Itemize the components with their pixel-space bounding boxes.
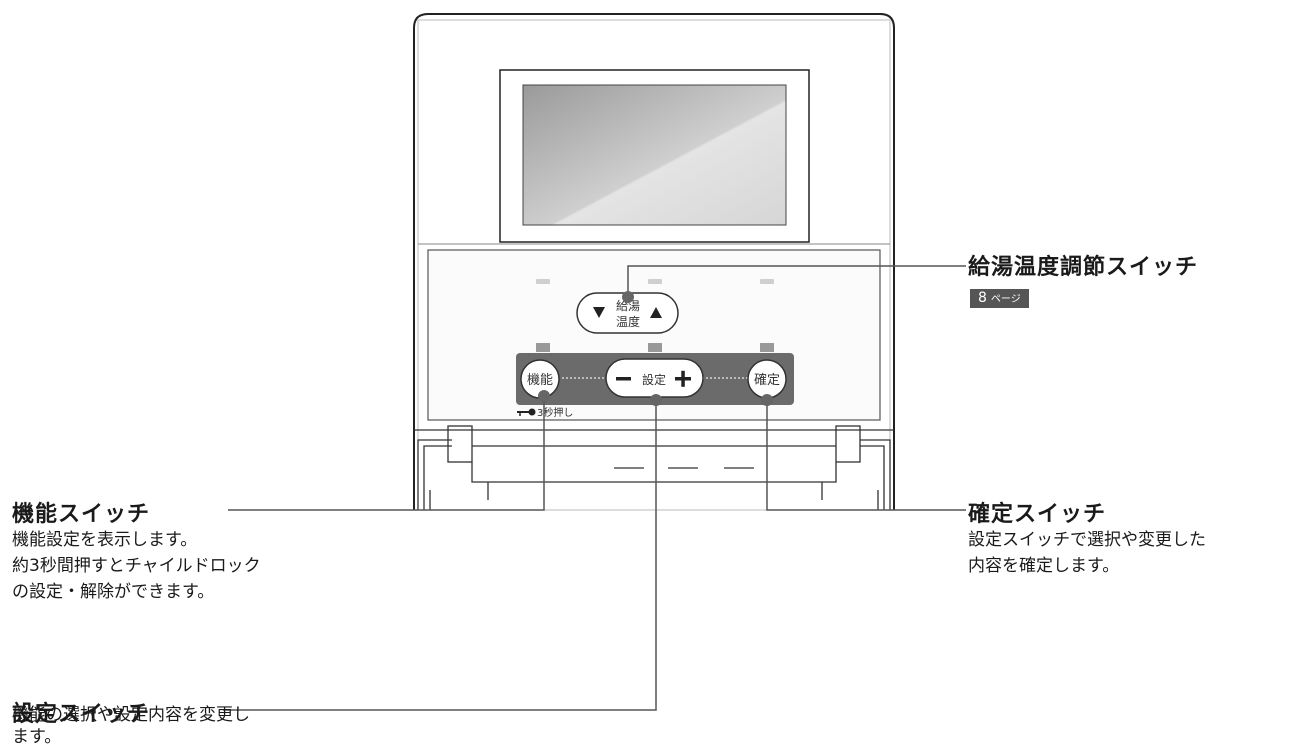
kakutei-button-label: 確定 — [754, 372, 780, 388]
key-lock-icon — [517, 408, 536, 416]
kakutei-desc-line: 設定スイッチで選択や変更した — [968, 530, 1206, 550]
settei-button[interactable]: 設定 — [605, 358, 704, 398]
up-triangle-icon — [650, 307, 662, 318]
kyutou-switch-title: 給湯温度調節スイッチ — [968, 255, 1199, 280]
kyutou-temperature-button[interactable]: 給湯 温度 — [576, 292, 679, 334]
settei-button-label: 設定 — [642, 372, 666, 387]
page-number: 8 — [978, 290, 987, 306]
lock-hint-text: 3秒押し — [537, 406, 573, 419]
kakutei-desc-line: 内容を確定します。 — [968, 556, 1120, 576]
kinou-switch-description: 機能設定を表示します。 約3秒間押すとチャイルドロック の設定・解除ができます。 — [12, 527, 261, 605]
kinou-button-label: 機能 — [527, 373, 553, 388]
kinou-button[interactable]: 機能 — [520, 359, 560, 399]
kyutou-label-bottom: 温度 — [616, 314, 640, 329]
kinou-desc-line: 約3秒間押すとチャイルドロック — [12, 556, 261, 576]
settei-desc-line: ます。 — [12, 727, 62, 747]
kakutei-button[interactable]: 確定 — [747, 359, 787, 399]
plus-icon — [675, 370, 691, 387]
minus-icon — [616, 377, 631, 381]
leader-dots — [538, 291, 773, 406]
kyutou-label-top: 給湯 — [616, 299, 640, 313]
child-lock-hint: 3秒押し — [517, 406, 573, 419]
down-triangle-icon — [593, 307, 605, 318]
kakutei-switch-title: 確定スイッチ — [968, 502, 1107, 527]
kakutei-switch-description: 設定スイッチで選択や変更した 内容を確定します。 — [968, 527, 1206, 579]
kinou-desc-line: の設定・解除ができます。 — [12, 582, 215, 602]
mounting-bracket — [414, 425, 894, 510]
indicator-leds — [536, 279, 774, 352]
display-screen — [499, 69, 810, 243]
page-unit: ページ — [990, 294, 1021, 305]
settei-switch-description-lines: 機能の選択や設定内容を変更し ます。 — [12, 705, 250, 750]
kinou-switch-title: 機能スイッチ — [12, 502, 151, 527]
settei-desc-line: 機能の選択や設定内容を変更し — [12, 705, 250, 725]
settei-switch-title: 設定スイッチ — [12, 702, 151, 727]
leader-lines — [223, 265, 966, 711]
kinou-desc-line: 機能設定を表示します。 — [12, 530, 198, 550]
